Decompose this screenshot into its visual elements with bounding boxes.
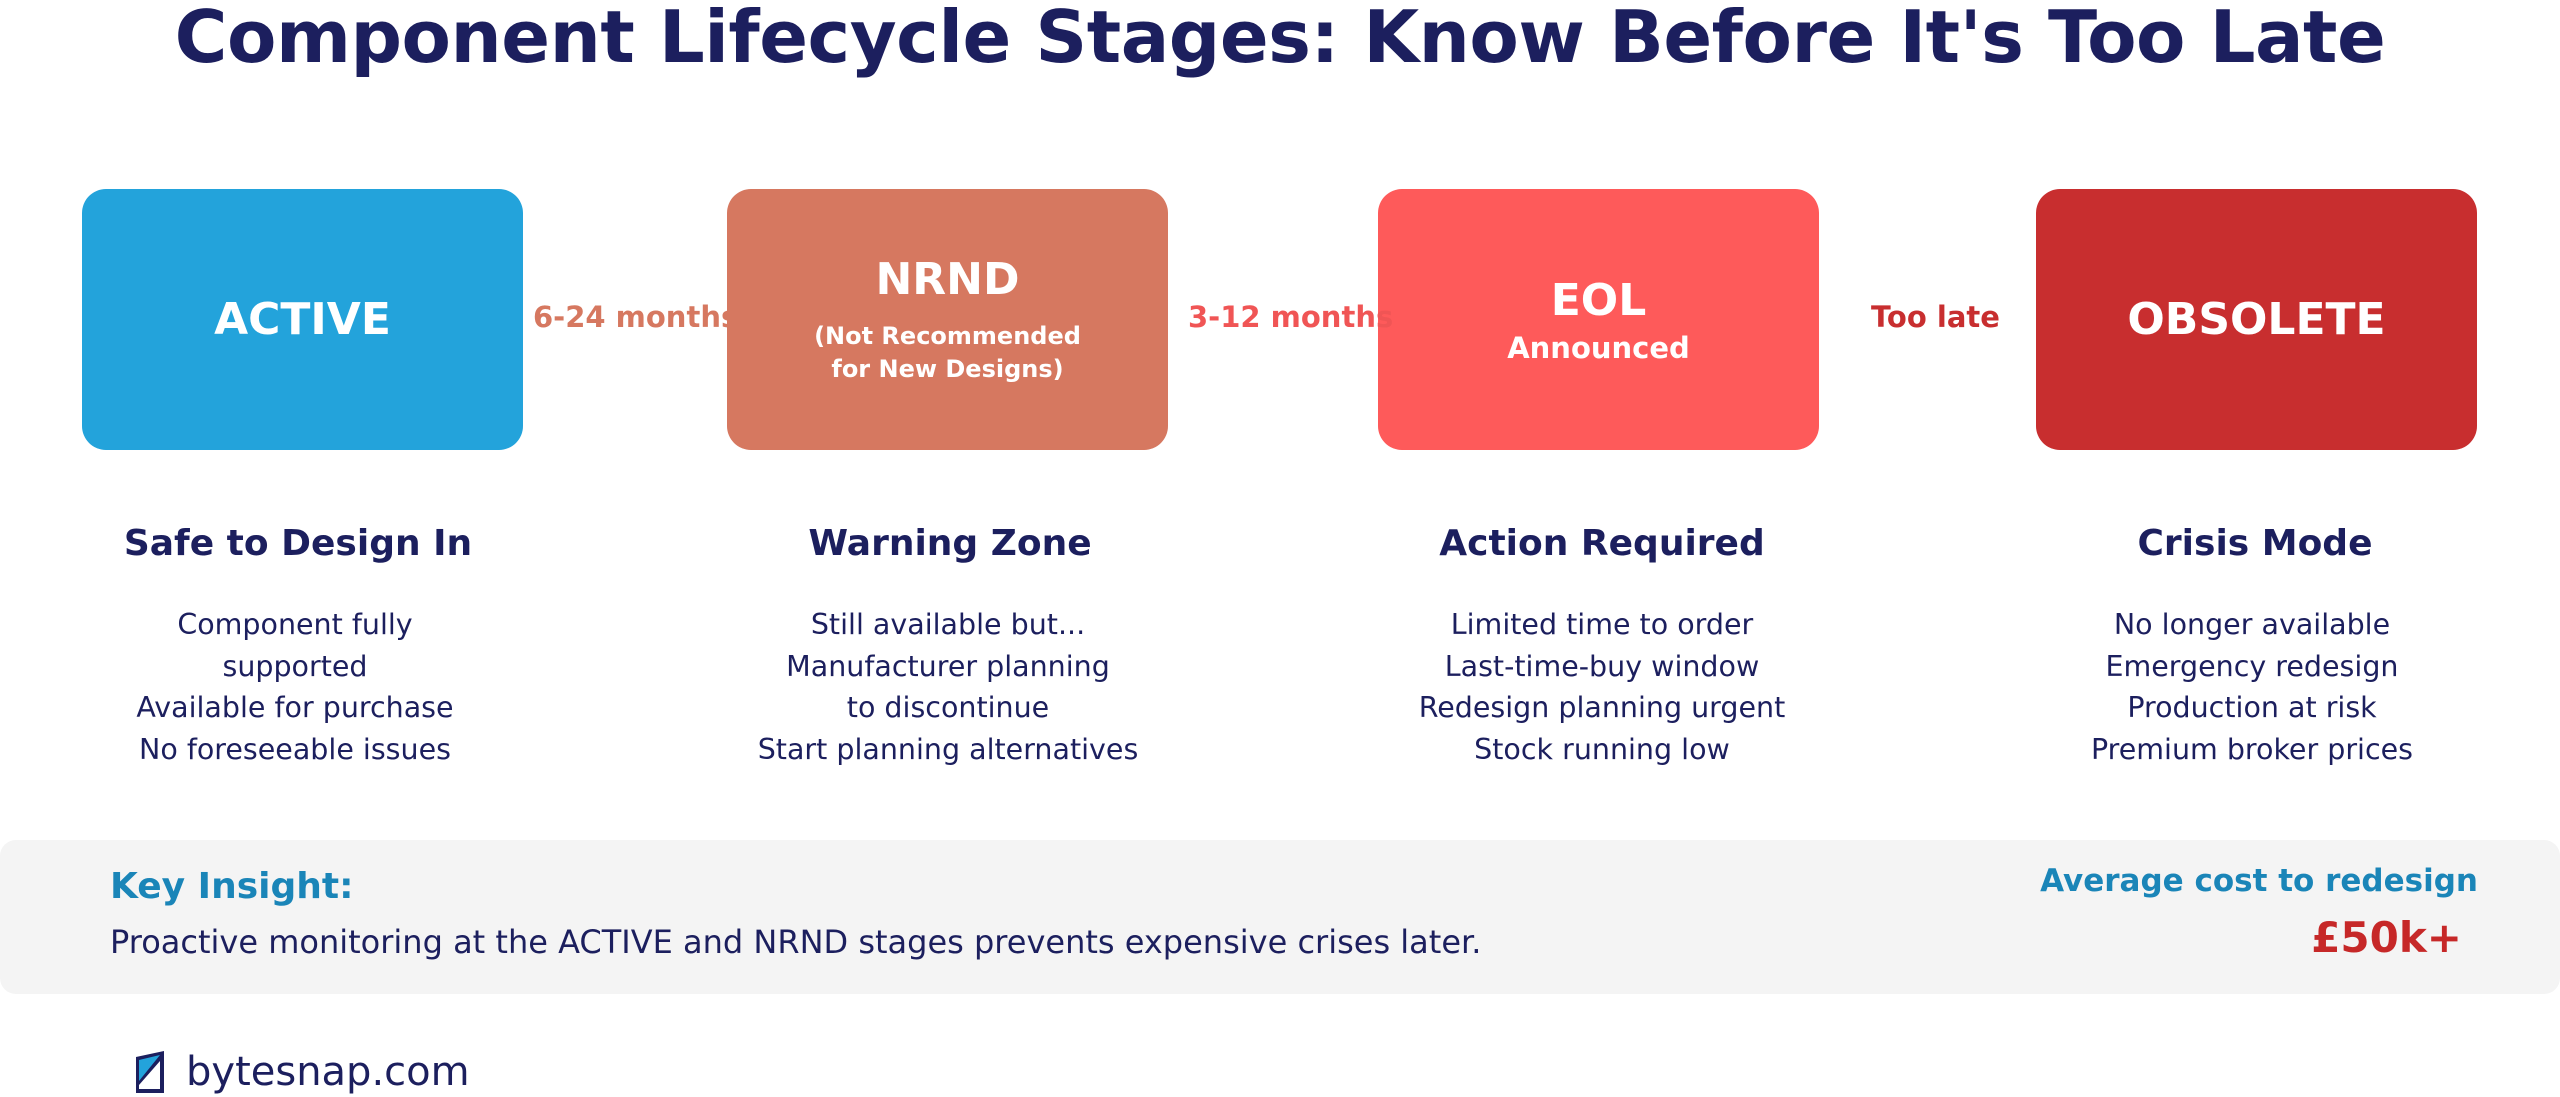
stage-box-label: ACTIVE	[214, 293, 391, 345]
connector-label-nrnd-eol: 3-12 months	[1188, 300, 1394, 334]
logo-text: bytesnap.com	[186, 1049, 470, 1095]
description-line: to discontinue	[846, 691, 1050, 725]
description-line: No foreseeable issues	[139, 733, 451, 767]
stage-heading: Warning Zone	[808, 523, 1092, 564]
stage-box-label: OBSOLETE	[2127, 293, 2386, 345]
stage-description: No longer available Emergency redesign P…	[1972, 604, 2532, 771]
description-line: Last-time-buy window	[1444, 649, 1760, 683]
stage-box-nrnd: NRND (Not Recommended for New Designs)	[727, 189, 1168, 450]
description-line: Component fully	[177, 608, 413, 641]
insight-title: Key Insight:	[110, 866, 354, 907]
stage-box-obsolete: OBSOLETE	[2036, 189, 2477, 450]
insight-text: Proactive monitoring at the ACTIVE and N…	[110, 923, 1482, 961]
stage-description: Limited time to order Last-time-buy wind…	[1322, 604, 1882, 771]
stage-box-eol: EOL Announced	[1378, 189, 1819, 450]
description-line: Available for purchase	[136, 691, 454, 725]
bytesnap-logo: bytesnap.com	[136, 1048, 470, 1096]
stage-description: Component fully supported Available for …	[15, 604, 575, 771]
key-insight-panel: Key Insight: Proactive monitoring at the…	[0, 840, 2560, 994]
description-line: Start planning alternatives	[757, 733, 1139, 767]
description-line: Premium broker prices	[2090, 733, 2414, 767]
stage-heading: Safe to Design In	[123, 523, 473, 564]
cost-value: £50k+	[2311, 913, 2462, 962]
connector-label-eol-obsolete: Too late	[1871, 300, 2000, 334]
description-line: Redesign planning urgent	[1418, 691, 1786, 725]
stage-box-label: EOL	[1550, 274, 1647, 326]
stage-box-label: NRND	[875, 253, 1020, 305]
stage-heading: Action Required	[1439, 523, 1765, 564]
stage-heading: Crisis Mode	[2137, 523, 2373, 564]
connector-label-active-nrnd: 6-24 months	[533, 300, 739, 334]
description-line: supported	[222, 649, 368, 683]
stage-box-sublabel: for New Designs)	[831, 354, 1064, 383]
description-line: Production at risk	[2127, 691, 2377, 725]
stage-box-sublabel: Announced	[1507, 330, 1690, 365]
stage-description: Still available but... Manufacturer plan…	[668, 604, 1228, 771]
cost-label: Average cost to redesign	[2040, 863, 2478, 899]
stage-box-active: ACTIVE	[82, 189, 523, 450]
description-line: Manufacturer planning	[786, 649, 1110, 683]
description-line: Emergency redesign	[2105, 649, 2399, 683]
description-line: Limited time to order	[1450, 608, 1754, 641]
description-line: Stock running low	[1474, 733, 1730, 767]
description-line: Still available but...	[810, 608, 1086, 641]
description-line: No longer available	[2113, 608, 2391, 641]
stage-box-sublabel: (Not Recommended	[814, 321, 1081, 350]
page-title: Component Lifecycle Stages: Know Before …	[174, 0, 2386, 79]
bytesnap-logo-icon	[136, 1051, 164, 1093]
